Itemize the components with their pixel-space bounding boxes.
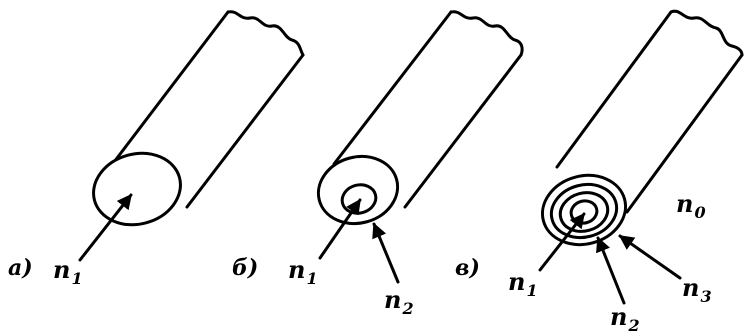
label-n2-c: n2 bbox=[610, 302, 640, 335]
arrow-n1-c bbox=[538, 212, 586, 272]
label-n0-ambient: n0 bbox=[676, 189, 706, 222]
arrow-n1-a bbox=[78, 193, 133, 262]
label-n1-c: n1 bbox=[508, 267, 538, 300]
panel-b: б) n1 n2 bbox=[232, 10, 524, 318]
panel-c: в) n1 n2 n3 bbox=[455, 9, 744, 335]
panel-tag-a: а) bbox=[8, 255, 33, 281]
label-n3-c: n3 bbox=[682, 273, 712, 306]
panel-tag-c: в) bbox=[455, 255, 480, 281]
label-n2-b: n2 bbox=[384, 285, 414, 318]
fiber-cylinder-a bbox=[92, 10, 305, 227]
fiber-cylinder-b bbox=[316, 10, 524, 226]
arrow-n1-b bbox=[318, 198, 362, 260]
label-n1-a: n1 bbox=[53, 255, 83, 288]
fiber-end-face-a bbox=[92, 151, 182, 227]
arrow-n2-b bbox=[372, 222, 400, 284]
arrow-n2-c bbox=[596, 236, 626, 305]
label-n1-b: n1 bbox=[288, 255, 318, 288]
panel-a: а) n1 bbox=[8, 10, 305, 288]
arrow-n3-c bbox=[618, 234, 682, 280]
fiber-cylinder-c bbox=[540, 9, 744, 247]
panel-tag-b: б) bbox=[232, 255, 258, 281]
